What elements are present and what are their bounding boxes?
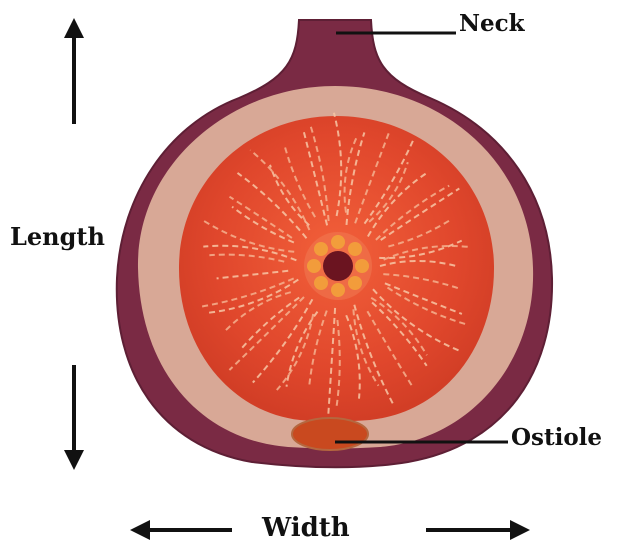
ostiole-shape	[292, 418, 368, 450]
center-seed	[331, 283, 345, 297]
center-seed	[348, 276, 362, 290]
center-seed	[348, 242, 362, 256]
center-seed	[355, 259, 369, 273]
center-seed	[314, 276, 328, 290]
width-label: Width	[262, 513, 350, 543]
center-seed	[307, 259, 321, 273]
length-label: Length	[10, 222, 105, 251]
ostiole-label: Ostiole	[511, 424, 602, 451]
center-seed	[314, 242, 328, 256]
neck-label: Neck	[459, 10, 525, 37]
center-seed	[331, 235, 345, 249]
fig-center-cavity	[304, 232, 372, 300]
